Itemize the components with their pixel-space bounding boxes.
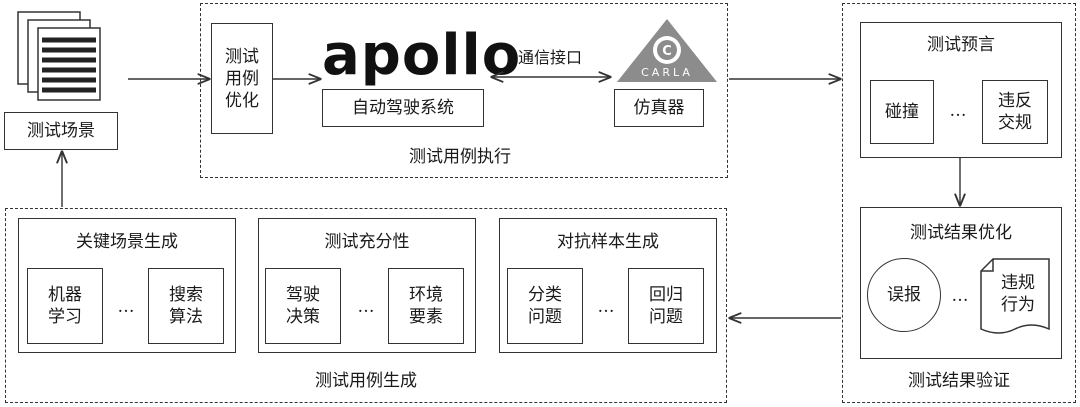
machine-learning-box: 机器学习 bbox=[27, 268, 103, 344]
violation-document-icon bbox=[980, 258, 1050, 334]
adversarial-sample-title: 对抗样本生成 bbox=[499, 231, 717, 253]
machine-learning-label: 机器学习 bbox=[48, 285, 82, 327]
module-2-title-text: 测试充分性 bbox=[324, 232, 410, 252]
classification-problem-label: 分类问题 bbox=[528, 285, 562, 327]
module-1-ellipsis: … bbox=[106, 296, 146, 318]
false-alarm-circle: 误报 bbox=[867, 258, 941, 332]
module-1-title-text: 关键场景生成 bbox=[76, 232, 178, 252]
test-generation-title: 测试用例生成 bbox=[286, 370, 446, 392]
module-1-ellipsis-text: … bbox=[117, 297, 135, 317]
environment-element-label: 环境要素 bbox=[409, 285, 443, 327]
verification-title-text: 测试结果验证 bbox=[908, 371, 1010, 391]
test-adequacy-title: 测试充分性 bbox=[258, 231, 476, 253]
module-3-title-text: 对抗样本生成 bbox=[557, 232, 659, 252]
execution-title-text: 测试用例执行 bbox=[409, 147, 511, 167]
ads-label: 自动驾驶系统 bbox=[352, 98, 454, 118]
module-3-ellipsis-text: … bbox=[597, 297, 615, 317]
test-result-verification-title: 测试结果验证 bbox=[842, 370, 1076, 392]
result-opt-title-text: 测试结果优化 bbox=[910, 223, 1012, 243]
classification-problem-box: 分类问题 bbox=[507, 268, 583, 344]
optimization-line-1: 测试 bbox=[225, 46, 259, 67]
oracle-ellipsis: … bbox=[938, 100, 978, 122]
ads-box: 自动驾驶系统 bbox=[322, 89, 484, 127]
collision-box: 碰撞 bbox=[870, 80, 934, 144]
module-2-ellipsis: … bbox=[346, 296, 386, 318]
carla-logo-text: CARLA bbox=[624, 64, 710, 80]
oracle-title-text: 测试预言 bbox=[927, 35, 995, 55]
simulator-box: 仿真器 bbox=[614, 89, 704, 127]
result-ellipsis: … bbox=[940, 285, 980, 307]
test-execution-title: 测试用例执行 bbox=[380, 146, 540, 168]
simulator-label: 仿真器 bbox=[633, 98, 685, 118]
test-scenario-label: 测试场景 bbox=[27, 121, 95, 141]
optimization-line-2: 用例 bbox=[225, 68, 259, 89]
regression-problem-box: 回归问题 bbox=[628, 268, 704, 344]
document-stack-icon bbox=[17, 11, 101, 101]
traffic-violation-box: 违反交规 bbox=[982, 80, 1048, 144]
communication-interface-label: 通信接口 bbox=[494, 47, 606, 69]
test-result-verification-group bbox=[842, 3, 1076, 403]
driving-decision-box: 驾驶决策 bbox=[265, 268, 341, 344]
generation-title-text: 测试用例生成 bbox=[315, 371, 417, 391]
carla-logo-icon: C bbox=[617, 19, 717, 82]
module-2-ellipsis-text: … bbox=[357, 297, 375, 317]
false-alarm-label: 误报 bbox=[887, 285, 921, 305]
module-3-ellipsis: … bbox=[586, 296, 626, 318]
result-optimization-title: 测试结果优化 bbox=[860, 222, 1062, 244]
driving-decision-label: 驾驶决策 bbox=[286, 285, 320, 327]
test-case-optimization-box: 测试 用例 优化 bbox=[211, 23, 273, 134]
test-scenario-box: 测试场景 bbox=[4, 112, 118, 150]
collision-label: 碰撞 bbox=[885, 102, 919, 122]
svg-text:C: C bbox=[662, 44, 672, 59]
critical-scenario-title: 关键场景生成 bbox=[18, 231, 236, 253]
violation-behavior-label: 违规行为 bbox=[993, 268, 1043, 320]
environment-element-box: 环境要素 bbox=[388, 268, 464, 344]
test-oracle-title: 测试预言 bbox=[860, 34, 1062, 56]
regression-problem-label: 回归问题 bbox=[649, 285, 683, 327]
apollo-logo: apollo bbox=[322, 28, 520, 84]
result-ellipsis-text: … bbox=[951, 286, 969, 306]
search-algorithm-label: 搜索算法 bbox=[169, 285, 203, 327]
test-generation-group bbox=[5, 208, 727, 403]
traffic-violation-label: 违反交规 bbox=[998, 91, 1032, 133]
carla-word: CARLA bbox=[641, 65, 693, 79]
test-execution-group bbox=[200, 3, 728, 178]
optimization-line-3: 优化 bbox=[225, 90, 259, 111]
apollo-logo-text: apollo bbox=[322, 23, 522, 88]
search-algorithm-box: 搜索算法 bbox=[148, 268, 224, 344]
oracle-ellipsis-text: … bbox=[949, 101, 967, 121]
interface-text: 通信接口 bbox=[517, 48, 582, 67]
violation-behavior-text: 违规行为 bbox=[1001, 273, 1035, 315]
